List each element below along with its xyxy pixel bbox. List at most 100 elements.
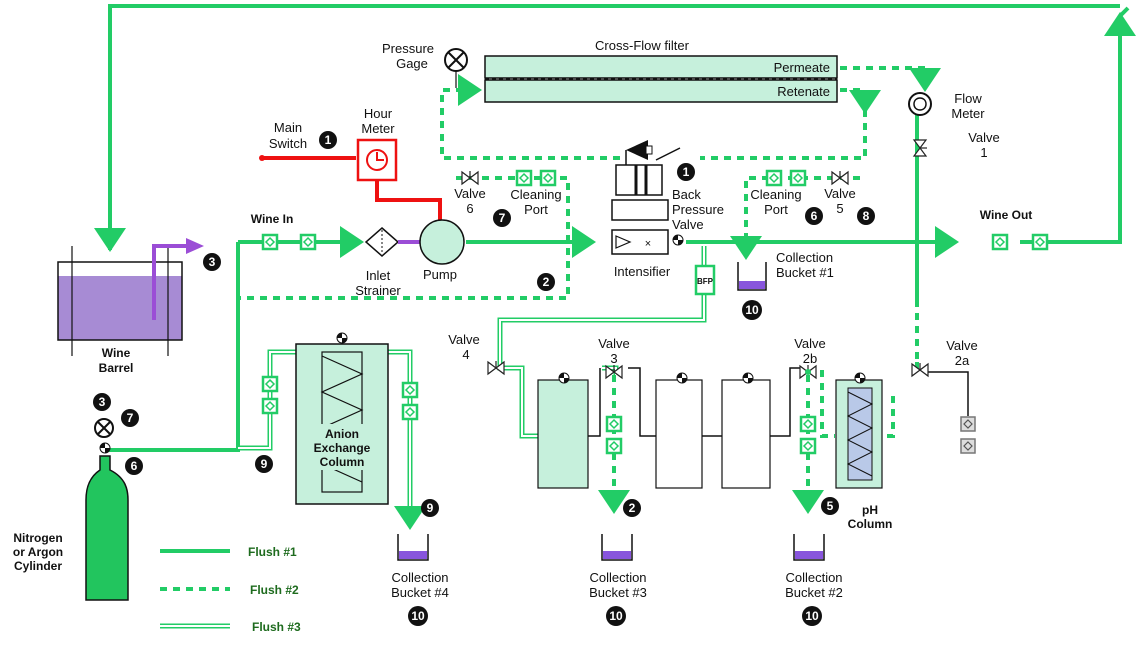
valve-3[interactable]: Valve 3 (598, 336, 630, 379)
valve5-label-1: Valve (824, 186, 856, 201)
valve3-label-2: 3 (610, 351, 617, 366)
valve-2a[interactable]: Valve 2a (911, 338, 978, 377)
hour-meter-label-1: Hour (364, 106, 393, 121)
intensifier-label: Intensifier (614, 264, 671, 279)
nitrogen-label-1: Nitrogen (13, 531, 62, 545)
bfp[interactable]: BFP (694, 264, 716, 296)
valve5-label-2: 5 (836, 201, 843, 216)
valve-6[interactable]: Valve 6 (454, 170, 486, 216)
main-switch: Main Switch 1 (259, 120, 356, 161)
bucket2-label-2: Bucket #2 (785, 585, 843, 600)
filter-cartridge-3 (721, 372, 771, 489)
retenate-label: Retenate (777, 84, 830, 99)
pressure-gage-label-1: Pressure (382, 41, 434, 56)
back-pressure-valve[interactable]: 1 Back Pressure Valve (625, 140, 724, 232)
filter-cartridge-1 (537, 372, 589, 489)
svg-text:7: 7 (127, 411, 134, 425)
bucket4-label-2: Bucket #4 (391, 585, 449, 600)
pressure-gage: Pressure Gage (382, 41, 468, 88)
legend-flush3: Flush #3 (252, 620, 301, 634)
step-marker-cleaning-right-a: 6 (805, 207, 823, 225)
permeate-label: Permeate (774, 60, 830, 75)
intensifier: × Intensifier (611, 164, 684, 279)
svg-text:3: 3 (99, 395, 106, 409)
svg-text:2: 2 (629, 501, 636, 515)
wine-in[interactable]: Wine In (251, 212, 317, 251)
flow-meter-label-1: Flow (954, 91, 982, 106)
valve4-label-1: Valve (448, 332, 480, 347)
anion-exchange-column: Anion Exchange Column (295, 332, 389, 505)
svg-text:3: 3 (209, 255, 216, 269)
valve6-label-1: Valve (454, 186, 486, 201)
svg-text:10: 10 (609, 609, 623, 623)
legend-flush2: Flush #2 (250, 583, 299, 597)
hour-meter: Hour Meter (356, 106, 442, 222)
valve3-drain-fittings[interactable] (605, 415, 623, 455)
valve2a-label-1: Valve (946, 338, 978, 353)
step-marker-cleaning-left: 7 (493, 209, 511, 227)
inlet-strainer-label-1: Inlet (366, 268, 391, 283)
cleaning-port-right-label-1: Cleaning (750, 187, 801, 202)
bpv-label-2: Pressure (672, 202, 724, 217)
valve2a-label-2: 2a (955, 353, 970, 368)
main-switch-label-2: Switch (269, 136, 307, 151)
gas-cylinder: 3 7 6 Nitrogen or Argon Cylinder (13, 393, 143, 601)
bfp-label: BFP (697, 277, 714, 286)
cleaning-port-left-label-1: Cleaning (510, 187, 561, 202)
cleaning-port-right[interactable]: Cleaning Port (750, 169, 807, 217)
legend: Flush #1 Flush #2 Flush #3 (160, 545, 301, 634)
cleaning-port-left[interactable]: Cleaning Port (510, 169, 562, 217)
step-marker-column-left: 9 (255, 455, 273, 473)
pump-label: Pump (423, 267, 457, 282)
svg-text:7: 7 (499, 211, 506, 225)
cross-flow-filter: Cross-Flow filter Permeate Retenate (484, 38, 838, 103)
nitrogen-label-2: or Argon (13, 545, 63, 559)
wine-out[interactable]: Wine Out (980, 208, 1049, 251)
pressure-gage-label-2: Gage (396, 56, 428, 71)
anion-label-1: Anion (325, 427, 359, 441)
svg-text:9: 9 (261, 457, 268, 471)
hour-meter-label-2: Meter (361, 121, 395, 136)
svg-text:10: 10 (411, 609, 425, 623)
svg-text:1: 1 (683, 165, 690, 179)
step-marker-loop: 2 (537, 273, 555, 291)
bucket4-label-1: Collection (391, 570, 448, 585)
step-marker-valve2b-drain: 5 (821, 497, 839, 515)
collection-bucket-1: Collection Bucket #1 10 (737, 250, 834, 320)
valve-2b[interactable]: Valve 2b (794, 336, 826, 379)
cleaning-port-left-label-2: Port (524, 202, 548, 217)
cross-flow-filter-label: Cross-Flow filter (595, 38, 690, 53)
step-marker-valve3-drain: 2 (623, 499, 641, 517)
svg-text:10: 10 (745, 303, 759, 317)
bpv-label-1: Back (672, 187, 701, 202)
svg-text:6: 6 (811, 209, 818, 223)
filter-cartridge-2 (655, 372, 703, 489)
svg-text:9: 9 (427, 501, 434, 515)
valve2a-outlet-fittings[interactable] (960, 416, 976, 454)
valve2b-label-1: Valve (794, 336, 826, 351)
valve-4[interactable]: Valve 4 (448, 332, 505, 375)
collection-bucket-2: Collection Bucket #2 10 (785, 534, 843, 626)
valve3-label-1: Valve (598, 336, 630, 351)
valve2b-label-2: 2b (803, 351, 817, 366)
wine-barrel: Wine Barrel 3 (57, 238, 221, 375)
black-lines (588, 147, 969, 437)
valve-5[interactable]: Valve 5 (824, 170, 856, 216)
valve-1[interactable]: Valve 1 (913, 130, 1000, 160)
flow-meter: Flow Meter (908, 91, 985, 121)
anion-label-3: Column (320, 455, 365, 469)
step-marker-cleaning-right-b: 8 (857, 207, 875, 225)
main-switch-label-1: Main (274, 120, 302, 135)
wine-barrel-label-1: Wine (102, 346, 131, 360)
wine-out-label: Wine Out (980, 208, 1033, 222)
bucket2-label-1: Collection (785, 570, 842, 585)
svg-text:1: 1 (325, 133, 332, 147)
collection-bucket-3: Collection Bucket #3 10 (589, 534, 647, 626)
collection-bucket-4: Collection Bucket #4 10 (391, 534, 449, 626)
wine-barrel-label-2: Barrel (99, 361, 134, 375)
valve2b-drain-fittings[interactable] (799, 415, 817, 455)
pump[interactable]: Pump (419, 219, 465, 282)
wine-in-label: Wine In (251, 212, 294, 226)
